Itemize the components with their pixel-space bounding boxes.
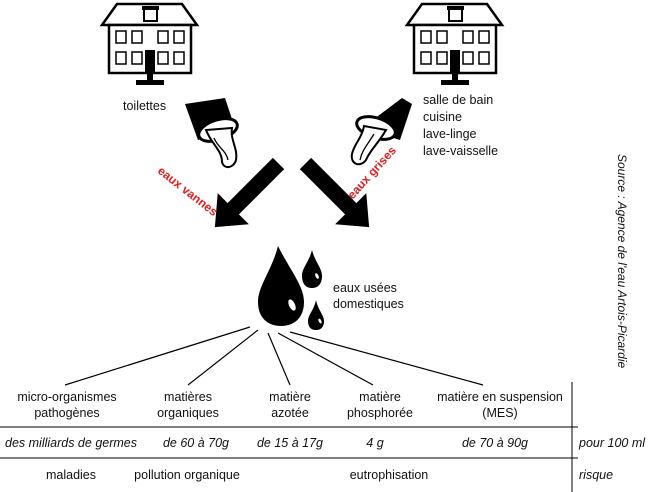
risk-pollution-organique: pollution organique <box>134 468 240 482</box>
fan-lines <box>64 326 484 386</box>
category-mes-line-2: (MES) <box>482 406 518 420</box>
arrow-left-icon <box>214 157 285 228</box>
risk-maladies: maladies <box>45 468 97 482</box>
result-label-line-1: eaux usées <box>333 281 397 295</box>
category-matiere-azotee-line-2: azotée <box>271 406 309 420</box>
source-label-lave-vaisselle: lave-vaisselle <box>423 144 499 158</box>
quantity-matiere-phosphoree: 4 g <box>366 436 384 450</box>
table-lines <box>0 382 578 492</box>
risk-label: risque <box>579 468 614 482</box>
category-matiere-phosphoree-line-2: phosphorée <box>346 406 414 420</box>
source-label-salle-de-bain: salle de bain <box>423 93 494 107</box>
source-label-toilettes: toilettes <box>123 99 167 113</box>
category-matieres-organiques-line-2: organiques <box>157 406 219 420</box>
category-matieres-organiques-line-1: matières <box>164 390 212 404</box>
water-drops-icon <box>258 246 324 330</box>
source-label-cuisine: cuisine <box>423 110 462 124</box>
risk-eutrophisation: eutrophisation <box>349 468 429 482</box>
quantity-unit: pour 100 ml <box>579 436 646 450</box>
quantity-matiere-azotee: de 15 à 17g <box>256 436 324 450</box>
pipe-left-icon <box>185 98 239 168</box>
source-credit: Source : Agence de l'eau Artois-Picardie <box>615 154 629 369</box>
quantity-micro-organismes: des milliards de germes <box>5 436 137 450</box>
category-matiere-azotee-line-1: matière <box>269 390 311 404</box>
house-left-icon <box>99 2 200 85</box>
category-micro-organismes-line-1: micro-organismes <box>17 390 117 404</box>
source-label-lave-linge: lave-linge <box>423 127 477 141</box>
quantity-matieres-organiques: de 60 à 70g <box>162 436 230 450</box>
category-mes-line-1: matière en suspension <box>437 390 563 404</box>
category-matiere-phosphoree-line-1: matière <box>359 390 401 404</box>
pipe-right-icon <box>350 98 412 166</box>
category-micro-organismes-line-2: pathogènes <box>34 406 100 420</box>
house-right-icon <box>404 2 505 85</box>
arrow-right-icon <box>299 157 370 228</box>
quantity-mes: de 70 à 90g <box>461 436 529 450</box>
result-label-line-2: domestiques <box>333 297 404 311</box>
